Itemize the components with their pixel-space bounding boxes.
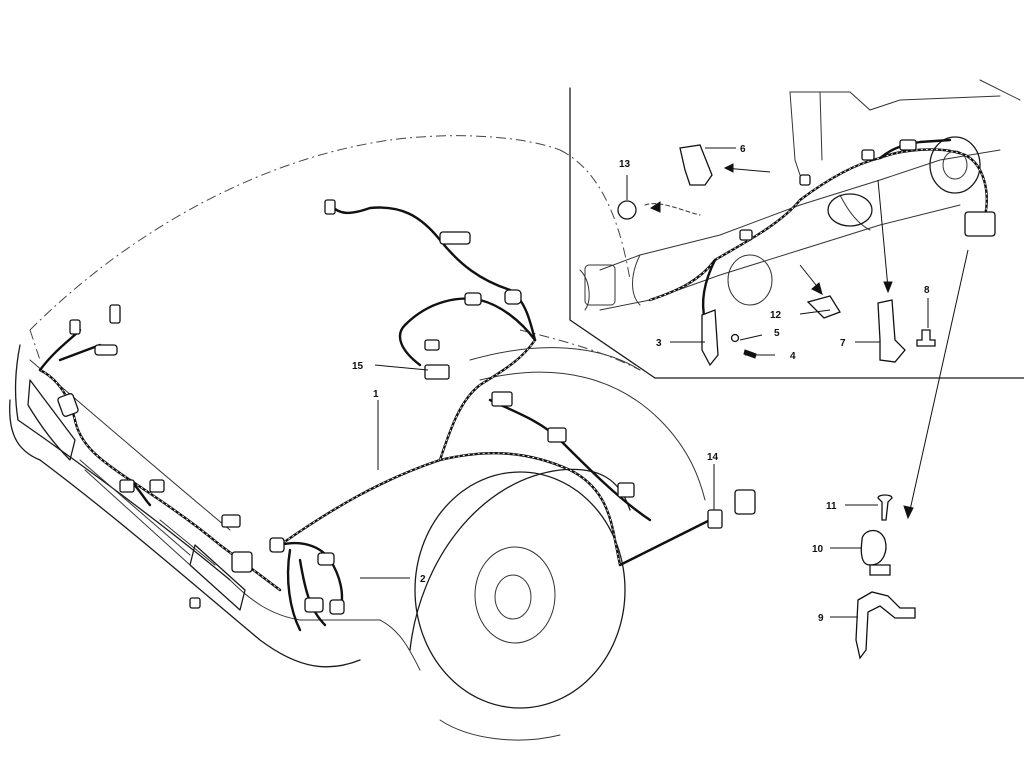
main-harness [38, 203, 712, 632]
callout-leaders [360, 147, 929, 618]
callout-5: 5 [774, 328, 780, 339]
callout-3: 3 [656, 338, 662, 349]
callout-9: 9 [818, 613, 824, 624]
callout-numbers: 1 2 3 4 5 6 7 8 9 10 11 12 13 14 15 [352, 144, 930, 624]
harness-connectors [57, 199, 756, 615]
callout-4: 4 [790, 351, 796, 362]
callout-15: 15 [352, 361, 364, 372]
callout-1: 1 [373, 389, 379, 400]
callout-10: 10 [812, 544, 824, 555]
callout-7: 7 [840, 338, 846, 349]
car-body-outline [9, 135, 706, 741]
callout-8: 8 [924, 285, 930, 296]
detached-parts [855, 494, 916, 660]
callout-12: 12 [770, 310, 782, 321]
callout-13: 13 [619, 159, 631, 170]
inset-panel [569, 79, 1024, 520]
callout-6: 6 [740, 144, 746, 155]
callout-2: 2 [420, 574, 426, 585]
callout-11: 11 [826, 501, 837, 512]
callout-14: 14 [707, 452, 719, 463]
